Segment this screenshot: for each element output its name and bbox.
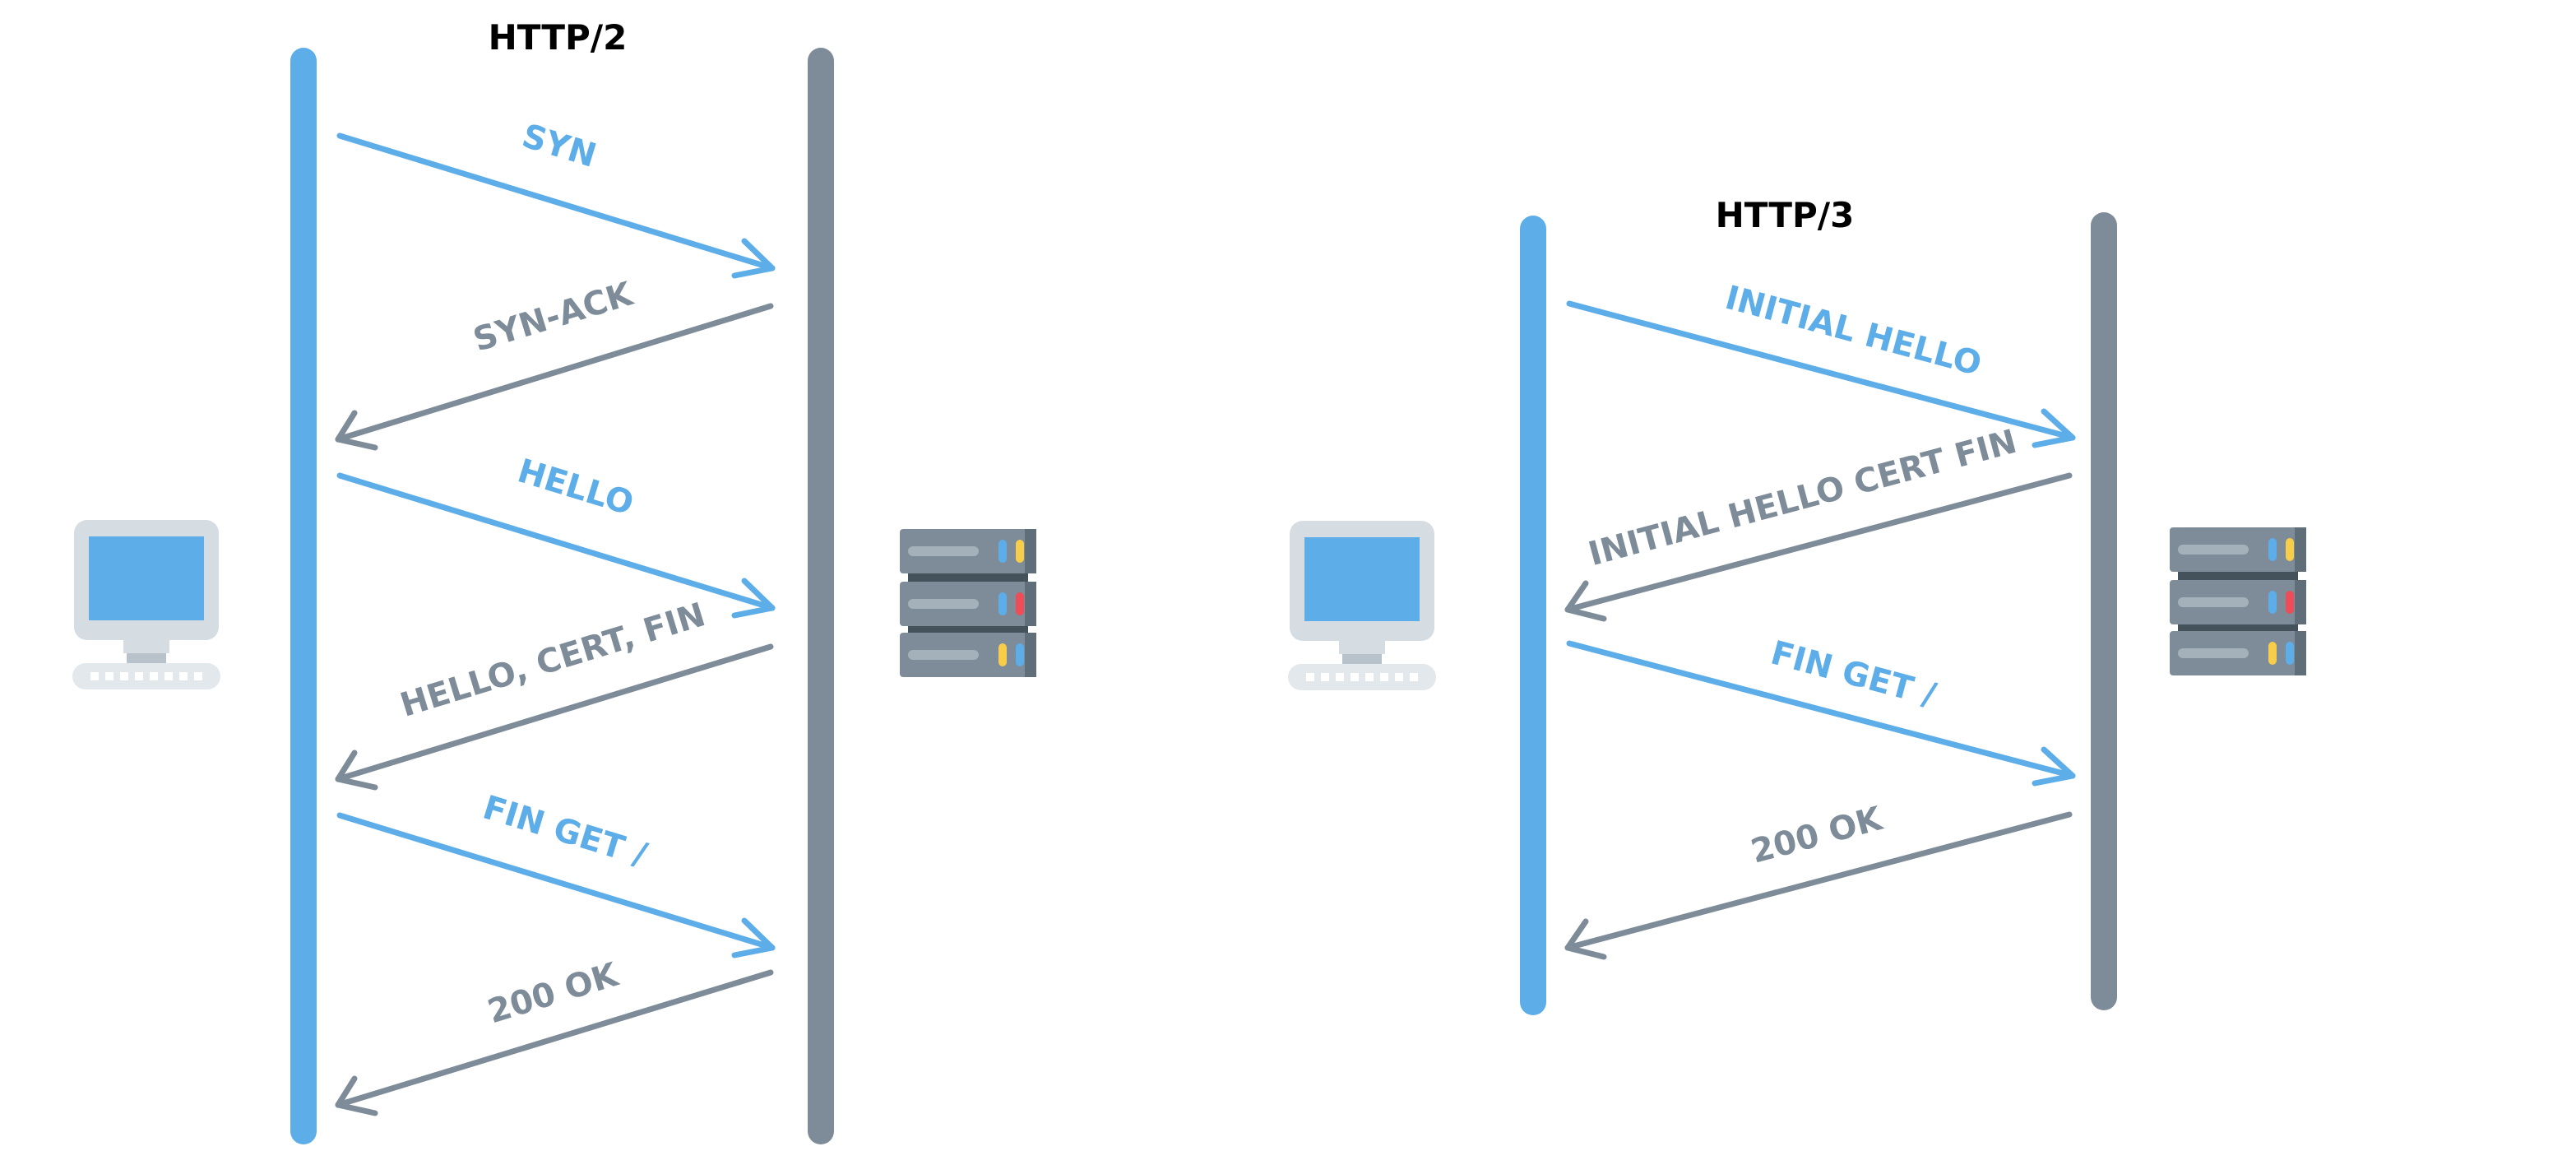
desktop-computer-icon	[1288, 521, 1436, 690]
message-label: 200 OK	[1747, 800, 1888, 871]
message-arrow: INITIAL HELLO	[1566, 279, 2076, 448]
message-label: SYN	[517, 117, 600, 175]
message-arrow: INITIAL HELLO CERT FIN	[1564, 423, 2073, 622]
server-rack-icon	[900, 529, 1036, 677]
panel-title-http2: HTTP/2	[489, 17, 628, 58]
server-rack-icon	[2170, 527, 2306, 675]
message-label: HELLO	[513, 452, 638, 522]
message-label: HELLO, CERT, FIN	[396, 596, 710, 724]
message-label: SYN-ACK	[469, 275, 638, 360]
message-label: FIN GET /	[479, 789, 651, 875]
message-label: INITIAL HELLO CERT FIN	[1585, 423, 2021, 573]
message-label: 200 OK	[484, 955, 624, 1031]
message-arrow: 200 OK	[1564, 800, 2073, 960]
message-arrow: SYN-ACK	[335, 275, 774, 451]
message-arrow: HELLO	[336, 452, 776, 619]
message-arrow: SYN	[336, 117, 776, 279]
message-arrow: FIN GET /	[336, 789, 776, 958]
message-arrow: HELLO, CERT, FIN	[335, 596, 774, 791]
message-arrow: FIN GET /	[1566, 634, 2076, 787]
desktop-computer-icon	[72, 520, 220, 689]
message-label: INITIAL HELLO	[1721, 279, 1985, 383]
panel-title-http3: HTTP/3	[1716, 195, 1855, 235]
message-arrow: 200 OK	[335, 955, 774, 1116]
panel-http3: HTTP/3 INITIAL HELLO INITIAL HELLO CERT …	[1288, 195, 2306, 1015]
panel-http2: HTTP/2 SYN SYN-ACK HELLO HELLO, CERT, FI…	[72, 17, 1036, 1144]
